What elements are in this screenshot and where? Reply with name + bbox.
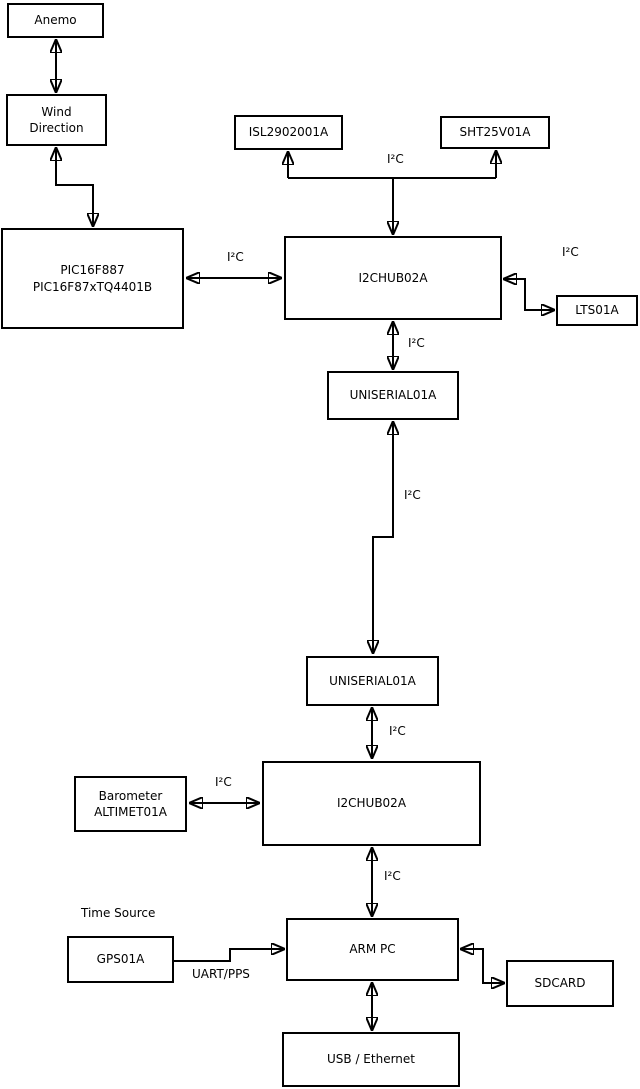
node-lts01a-label: LTS01A: [575, 303, 619, 318]
node-wind-direction-label-line1: Wind: [41, 104, 72, 119]
edge-label-i2c-pic-hub: I²C: [227, 250, 244, 264]
edge-label-i2c-hub-lts: I²C: [562, 245, 579, 259]
node-barometer-label-line2: ALTIMET01A: [94, 805, 167, 819]
node-uniserial01a-top: UNISERIAL01A: [327, 371, 459, 420]
node-usb-ethernet-label: USB / Ethernet: [327, 1052, 415, 1067]
node-gps01a: GPS01A: [67, 936, 174, 983]
node-sdcard-label: SDCARD: [534, 976, 586, 991]
node-isl2902001a-label: ISL2902001A: [248, 125, 329, 140]
edge-armpc-sdcard: [460, 949, 505, 983]
edge-gps-armpc: [174, 949, 285, 962]
edge-label-i2c-hub-uniserial: I²C: [408, 336, 425, 350]
node-i2chub02a-bottom: I2CHUB02A: [262, 761, 481, 846]
node-barometer-altimet01a: Barometer ALTIMET01A: [74, 776, 187, 832]
node-sht25v01a: SHT25V01A: [440, 116, 550, 149]
node-uniserial01a-bottom-label: UNISERIAL01A: [329, 673, 416, 688]
node-wind-direction-label-line2: Direction: [29, 121, 84, 135]
node-uniserial01a-top-label: UNISERIAL01A: [349, 388, 437, 403]
node-lts01a: LTS01A: [556, 295, 638, 326]
node-pic16f887-label-line1: PIC16F887: [60, 263, 125, 278]
node-i2chub02a-top: I2CHUB02A: [284, 236, 502, 320]
node-pic16f887: PIC16F887 PIC16F87xTQ4401B: [1, 228, 184, 329]
edge-label-i2c-uniserial-hub2: I²C: [389, 724, 406, 738]
node-uniserial01a-bottom: UNISERIAL01A: [306, 656, 439, 706]
edge-i2chubtop-lts: [503, 279, 555, 310]
edge-label-i2c-barometer-hub2: I²C: [215, 775, 232, 789]
node-barometer-label-line1: Barometer: [98, 788, 163, 803]
node-usb-ethernet: USB / Ethernet: [282, 1032, 460, 1087]
node-sht25v01a-label: SHT25V01A: [459, 125, 531, 140]
node-pic16f887-label-line2: PIC16F87xTQ4401B: [32, 279, 153, 294]
node-anemo: Anemo: [7, 3, 104, 38]
edge-uniserialtop-uniserialbottom: [373, 421, 393, 654]
node-gps01a-label: GPS01A: [96, 952, 145, 967]
node-sdcard: SDCARD: [506, 960, 614, 1007]
node-i2chub02a-bottom-label: I2CHUB02A: [336, 796, 407, 811]
edge-label-i2c-hub2-arm: I²C: [384, 869, 401, 883]
node-anemo-label: Anemo: [34, 13, 77, 28]
node-arm-pc-label: ARM PC: [349, 942, 396, 957]
node-wind-direction: Wind Direction: [6, 94, 107, 146]
edge-label-i2c-sensors-bus: I²C: [387, 152, 404, 166]
edge-label-uart-pps: UART/PPS: [192, 967, 250, 981]
edge-label-time-source: Time Source: [81, 906, 156, 920]
edge-winddirection-pic: [56, 147, 93, 227]
node-i2chub02a-top-label: I2CHUB02A: [358, 270, 428, 285]
edge-label-i2c-uniserial-link: I²C: [404, 488, 421, 502]
node-isl2902001a: ISL2902001A: [234, 115, 343, 150]
node-arm-pc: ARM PC: [286, 918, 459, 981]
